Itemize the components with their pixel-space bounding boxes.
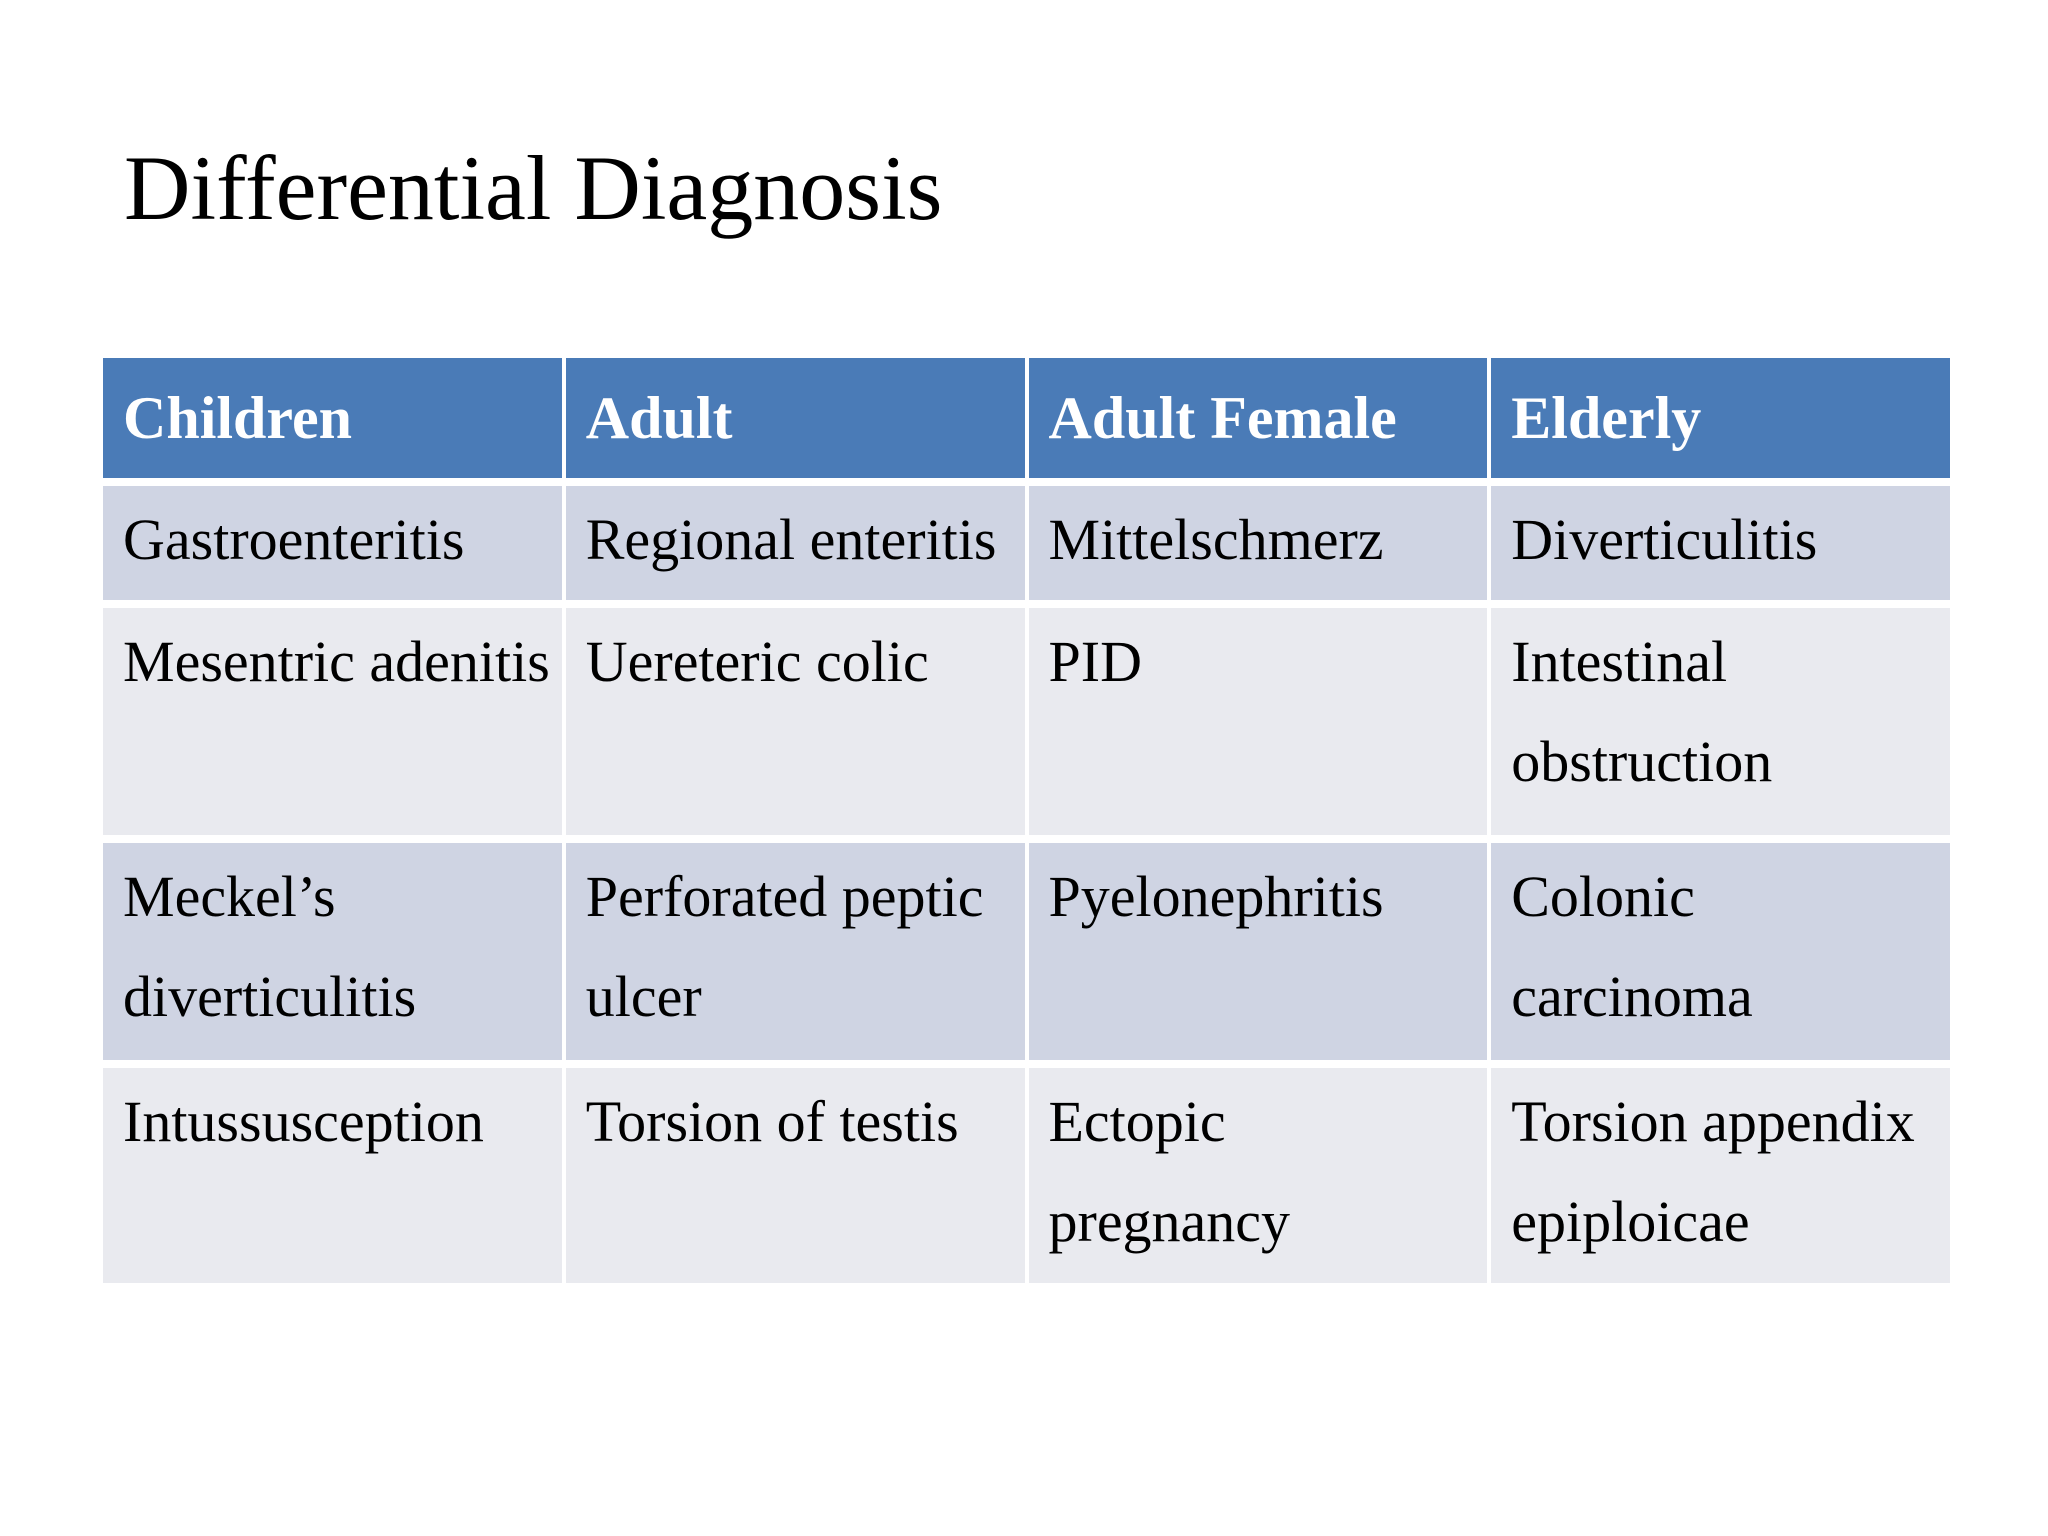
table-cell-elderly-row3: Colonic carcinoma	[1491, 843, 1950, 1060]
table-cell-adult-row3: Perforated peptic ulcer	[565, 843, 1025, 1060]
table-cell-adult-female-row3: Pyelonephritis	[1028, 843, 1488, 1060]
table-cell-adult-row4: Torsion of testis	[565, 1068, 1025, 1283]
table-cell-elderly-row4: Torsion appendix epiploicae	[1491, 1068, 1950, 1283]
differential-diagnosis-table: Children Adult Adult Female Elderly Gast…	[103, 358, 1950, 1283]
table-cell-adult-female-row2: PID	[1028, 608, 1488, 835]
column-header-children: Children	[103, 358, 562, 478]
column-header-adult: Adult	[565, 358, 1025, 478]
column-header-elderly: Elderly	[1491, 358, 1950, 478]
table-cell-children-row4: Intussusception	[103, 1068, 562, 1283]
table-cell-children-row2: Mesentric adenitis	[103, 608, 562, 835]
table-cell-adult-row2: Uereteric colic	[565, 608, 1025, 835]
table-cell-elderly-row2: Intestinal obstruction	[1491, 608, 1950, 835]
table-cell-adult-row1: Regional enteritis	[565, 486, 1025, 600]
table-cell-adult-female-row1: Mittelschmerz	[1028, 486, 1488, 600]
slide-title: Differential Diagnosis	[124, 137, 943, 239]
column-header-adult-female: Adult Female	[1028, 358, 1488, 478]
table-cell-children-row1: Gastroenteritis	[103, 486, 562, 600]
table-cell-adult-female-row4: Ectopic pregnancy	[1028, 1068, 1488, 1283]
table-cell-elderly-row1: Diverticulitis	[1491, 486, 1950, 600]
table-cell-children-row3: Meckel’s diverticulitis	[103, 843, 562, 1060]
